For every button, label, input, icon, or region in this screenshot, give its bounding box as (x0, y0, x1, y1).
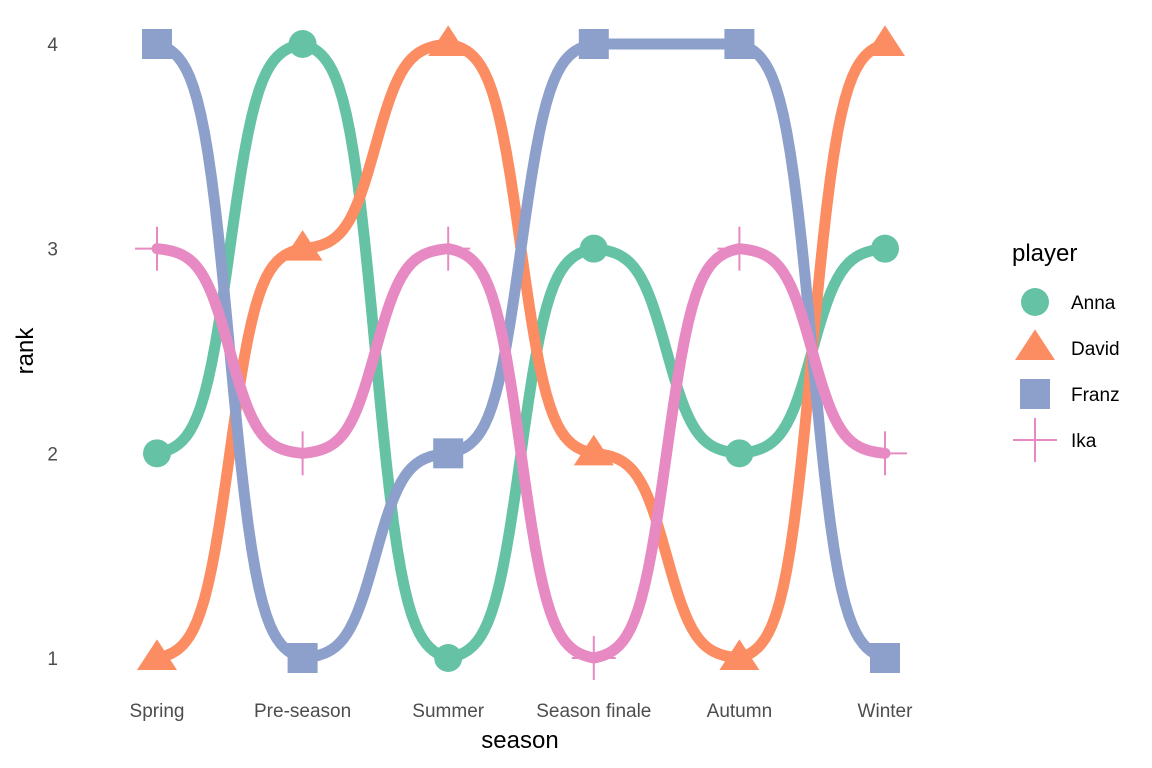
data-point-ika (280, 431, 325, 476)
data-point-franz (433, 438, 464, 469)
data-point-anna (871, 234, 899, 263)
data-point-anna (434, 644, 463, 672)
data-point-franz (724, 29, 755, 59)
legend-label: Franz (1071, 385, 1120, 406)
data-point-ika (863, 431, 907, 476)
series-markers (135, 25, 907, 680)
data-point-anna (579, 234, 608, 263)
x-axis-tick-labels: Spring Pre-season Summer Season finale Autum… (130, 701, 914, 722)
x-tick-label: Season finale (536, 701, 651, 722)
x-axis-title: season (481, 727, 558, 754)
data-point-ika (717, 226, 762, 271)
legend-key-david (1015, 329, 1055, 360)
y-tick-label: 4 (47, 35, 58, 56)
legend-title: player (1012, 240, 1077, 267)
x-tick-label: Pre-season (254, 701, 351, 722)
legend-item-ika: Ika (1013, 418, 1097, 462)
legend-key-anna (1021, 288, 1049, 316)
legend-label: David (1071, 339, 1120, 360)
data-point-franz (287, 643, 318, 673)
x-tick-label: Summer (412, 701, 484, 722)
y-tick-label: 3 (47, 240, 58, 261)
data-point-anna (725, 439, 754, 468)
legend-item-franz: Franz (1020, 379, 1120, 409)
legend-label: Ika (1071, 431, 1097, 452)
data-point-david (719, 639, 760, 670)
legend-item-anna: Anna (1021, 288, 1116, 316)
series-line-franz (151, 38, 891, 664)
series-line-ika (151, 243, 891, 664)
series-line-anna (151, 38, 891, 664)
data-point-david (573, 434, 614, 466)
x-tick-label: Winter (858, 701, 914, 722)
y-tick-label: 1 (47, 649, 58, 670)
series-lines (151, 38, 891, 664)
data-point-david (428, 25, 469, 56)
data-point-david (865, 25, 905, 56)
y-axis-title: rank (12, 327, 39, 375)
legend-label: Anna (1071, 293, 1116, 314)
data-point-david (137, 639, 177, 670)
legend-key-ika (1013, 418, 1057, 462)
data-point-anna (288, 30, 317, 58)
y-axis-tick-labels: 1 2 3 4 (47, 35, 58, 670)
data-point-franz (142, 29, 172, 59)
data-point-ika (135, 226, 179, 271)
legend-item-david: David (1015, 329, 1120, 360)
data-point-anna (143, 439, 171, 468)
x-tick-label: Spring (130, 701, 185, 722)
data-point-ika (426, 226, 471, 271)
series-line-david (151, 38, 891, 664)
data-point-franz (870, 643, 900, 673)
x-tick-label: Autumn (707, 701, 772, 722)
legend-key-franz (1020, 379, 1050, 409)
data-point-franz (578, 29, 609, 59)
data-point-david (282, 230, 323, 261)
y-tick-label: 2 (47, 444, 58, 465)
data-point-ika (571, 636, 616, 680)
